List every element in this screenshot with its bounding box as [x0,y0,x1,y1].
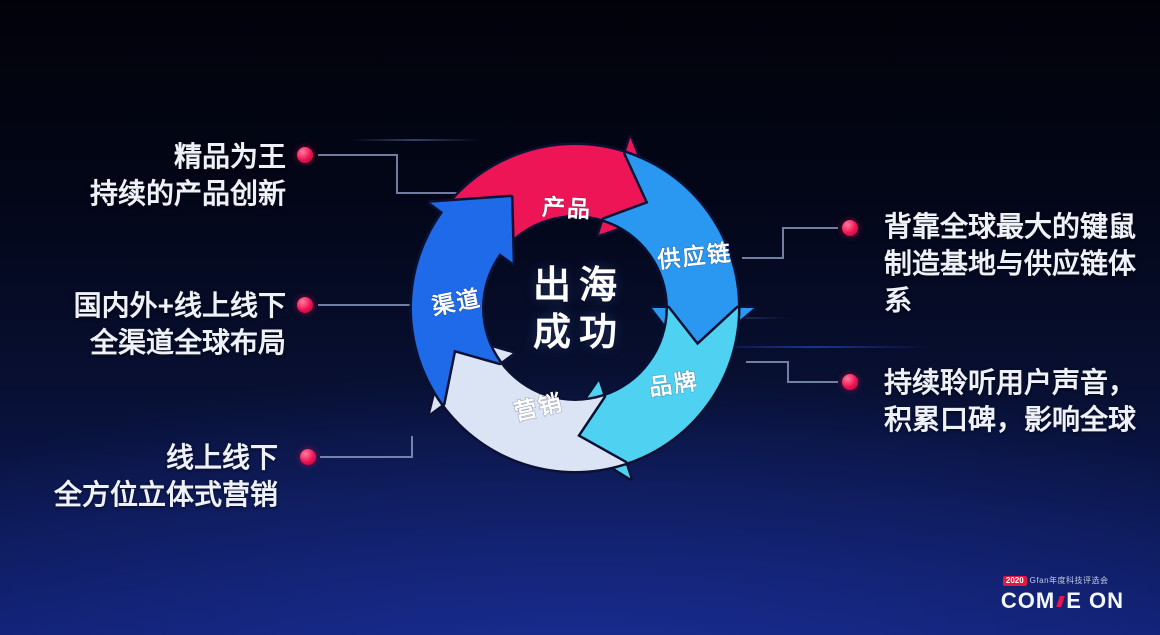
cycle-arrow-5 [409,194,516,407]
connector-product [318,154,468,194]
callout-supply-chain-text: 背靠全球最大的键鼠制造基地与供应链体系 [884,211,1137,316]
logo-wordmark-right: E ON [1066,588,1124,613]
event-logo-subline: 2020 Gfan年度科技评选会 [1002,575,1124,586]
callout-channel-text: 国内外+线上线下全渠道全球布局 [73,290,286,358]
callout-dot-brand [842,374,858,390]
connector-brand [746,361,838,383]
cycle-arrow-1 [440,135,664,256]
cycle-arrow-3 [559,305,741,481]
cycle-arrow-4 [427,332,628,474]
logo-spark-icon [1056,596,1065,607]
callout-dot-channel [297,297,313,313]
callout-product-text: 精品为王持续的产品创新 [89,141,286,209]
callout-dot-marketing [300,449,316,465]
connector-marketing [320,436,413,458]
connector-supply-chain [742,227,838,259]
logo-wordmark: COM E ON [1001,588,1124,614]
center-title-line1: 出海 [532,265,626,307]
cycle-arrow-2 [601,150,755,363]
callout-dot-supply-chain [842,220,858,236]
event-logo: 2020 Gfan年度科技评选会 COM E ON [1001,575,1124,614]
cycle-label-1: 产品 [541,194,592,223]
logo-year-badge: 2020 [1002,575,1027,586]
logo-event-name: Gfan年度科技评选会 [1029,576,1109,585]
callout-dot-product [297,147,313,163]
cycle-center-title: 出海 成功 [525,263,625,357]
callout-brand-text: 持续聆听用户声音，积累口碑，影响全球 [884,367,1137,435]
center-title-line2: 成功 [532,312,626,354]
logo-wordmark-left: COM [1000,588,1056,613]
callout-marketing-text: 线上线下全方位立体式营销 [53,442,278,510]
